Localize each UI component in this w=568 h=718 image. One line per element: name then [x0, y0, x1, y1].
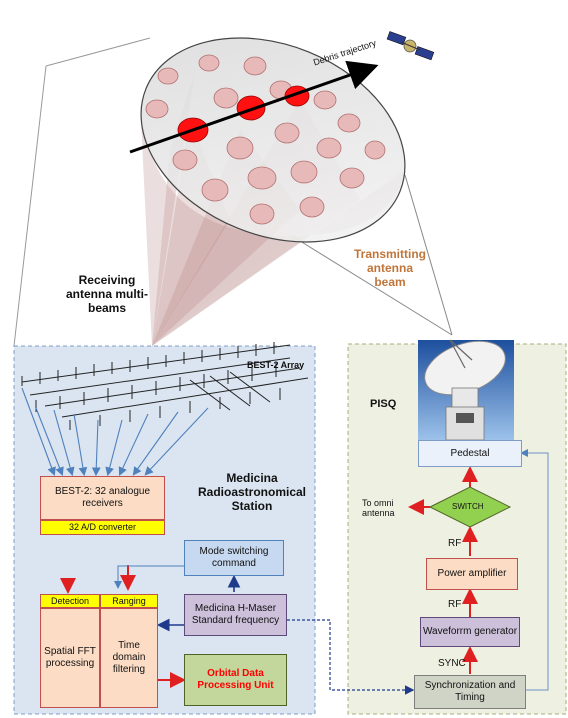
switch-diamond	[428, 486, 512, 528]
ranging-header: Ranging	[100, 594, 158, 608]
time-domain-box: Time domain filtering	[100, 608, 158, 708]
beam-footprints	[145, 54, 386, 225]
pedestal-box: Pedestal	[418, 440, 522, 467]
ad-converter-box: 32 A/D converter	[40, 520, 165, 535]
sync-to-pedestal-line	[520, 449, 549, 691]
spatial-fft-box: Spatial FFT processing	[40, 608, 100, 708]
transmitting-dish-antenna	[418, 339, 514, 441]
best2-antenna-array	[21, 342, 309, 430]
detection-header: Detection	[40, 594, 100, 608]
transmit-beam-lines	[13, 37, 453, 347]
pisq-label: PISQ	[370, 398, 397, 410]
medicina-station-label: Medicina Radioastronomical Station	[197, 471, 307, 513]
hmaser-box: Medicina H-Maser Standard frequency	[184, 594, 287, 636]
rf-top-label: RF	[448, 538, 462, 549]
sync-label: SYNC	[438, 658, 466, 669]
switch-label: SWITCH	[452, 502, 484, 511]
transmitting-antenna-label: Transmitting antenna beam	[353, 247, 426, 289]
to-omni-label: To omni antenna	[362, 498, 395, 519]
satellite-icon	[386, 31, 435, 61]
pisq-red-arrows	[408, 466, 478, 674]
debris-trajectory-arrow	[129, 60, 379, 154]
power-amplifier-box: Power amplifier	[426, 558, 518, 590]
rf-mid-label: RF	[448, 599, 462, 610]
mode-switching-box: Mode switching command	[184, 540, 284, 576]
receiving-antenna-label: Receiving antenna multi-beams	[65, 273, 148, 315]
best2-array-label: BEST-2 Array	[247, 360, 305, 370]
receivers-box: BEST-2: 32 analogue receivers	[40, 476, 165, 520]
medicina-arrows	[60, 565, 415, 695]
orbital-data-box: Orbital Data Processing Unit	[184, 654, 287, 706]
synchronization-box: Synchronization and Timing	[414, 675, 526, 709]
waveform-generator-box: Waveforrm generator	[420, 617, 520, 647]
array-to-receiver-arrows	[21, 387, 209, 477]
